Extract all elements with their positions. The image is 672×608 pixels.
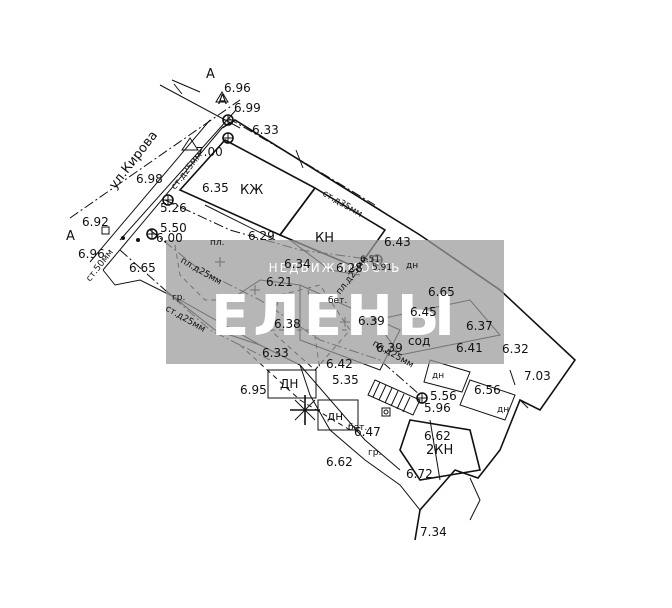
elevation-label: 5.56 [430, 389, 457, 403]
elevation-label: 6.99 [234, 101, 261, 115]
elevation-label: 6.96 [78, 247, 105, 261]
manhole-icon [416, 392, 428, 404]
elevation-label: 6.43 [384, 235, 411, 249]
sod-label: сод [408, 334, 430, 348]
shed-label: дн [327, 409, 343, 423]
elevation-label: 6.51 [360, 255, 380, 265]
elevation-label: 6.33 [262, 346, 289, 360]
plastic-label: пл. [210, 238, 225, 248]
elevation-label: 5.96 [424, 401, 451, 415]
hatched-stair [367, 379, 421, 416]
concrete-label: бет. [348, 423, 367, 433]
shed-label: дн [406, 261, 418, 271]
section-mark-a: А [206, 67, 215, 82]
building-kzh-label: КЖ [240, 183, 263, 198]
elevation-label: 6.47 [354, 425, 381, 439]
manhole-icon [146, 228, 158, 240]
elevation-label: 6.37 [466, 319, 493, 333]
elevation-label: 6.98 [136, 172, 163, 186]
section-mark-a: А [218, 93, 227, 108]
shed-label: дн [432, 371, 444, 381]
square-marker-icon [101, 226, 110, 235]
elevation-label: 6.29 [248, 229, 275, 243]
street-ticks [121, 83, 529, 409]
building-2kn-label: 2КН [426, 443, 453, 458]
watermark-main: ЕЛЕНЫ [211, 284, 459, 349]
watermark: НЕДВИЖИМОСТЬ ЕЛЕНЫ [166, 240, 504, 364]
building-2kn [399, 419, 481, 481]
shed-label: дн [497, 405, 509, 415]
elevation-label: 7.03 [524, 369, 551, 383]
elevation-label: 6.35 [202, 181, 229, 195]
elevation-label: 6.72 [406, 467, 433, 481]
triangle-marker-icon [181, 137, 199, 151]
elevation-label: 5.35 [332, 373, 359, 387]
elevation-label: 6.42 [326, 357, 353, 371]
yard-label: гр. [172, 293, 185, 303]
elevation-label: 6.92 [82, 215, 109, 229]
elevation-label: 6.45 [410, 305, 437, 319]
elevation-label: 6.38 [274, 317, 301, 331]
watermark-top: НЕДВИЖИМОСТЬ [269, 261, 402, 275]
elevation-label: 6.65 [129, 261, 156, 275]
manhole-icon [222, 132, 234, 144]
tree-cross-icon [290, 395, 320, 425]
elevation-label: 6.21 [266, 275, 293, 289]
manhole-icon [162, 194, 174, 206]
elevation-label: 7.34 [420, 525, 447, 539]
street-boundary [69, 79, 241, 271]
triangle-markers [181, 91, 229, 151]
elevation-label: 6.96 [224, 81, 251, 95]
triangle-marker-icon [215, 91, 229, 103]
elevation-label: 6.95 [240, 383, 267, 397]
elevation-label: 6.39 [376, 341, 403, 355]
elevation-label: 6.34 [284, 257, 311, 271]
elevation-label: 6.62 [424, 429, 451, 443]
elevation-label: 6.62 [326, 455, 353, 469]
shed-label: ДН [280, 377, 298, 391]
yard-label: гр. [368, 448, 381, 458]
elevation-label: 6.41 [456, 341, 483, 355]
elevation-label: 6.33 [252, 123, 279, 137]
elevation-label: 6.28 [336, 261, 363, 275]
elevation-label: 6.56 [474, 383, 501, 397]
elevation-label: 7.00 [196, 145, 223, 159]
elevation-label: 5.50 [160, 221, 187, 235]
section-mark-a: А [66, 229, 75, 244]
elevation-label: 6.32 [502, 342, 529, 356]
building-kn-label: КН [315, 231, 334, 246]
elevation-label: 5.91 [372, 263, 392, 273]
concrete-label: бет. [328, 296, 347, 306]
square-marker-icon [381, 407, 391, 417]
elevation-label: 6.65 [428, 285, 455, 299]
pipe-label: ст.д35мм [321, 189, 364, 220]
elevation-label: 6.39 [358, 314, 385, 328]
manhole-icon [222, 114, 234, 126]
elevation-label: 6.00 [156, 231, 183, 245]
elevation-label: 5.26 [160, 201, 187, 215]
